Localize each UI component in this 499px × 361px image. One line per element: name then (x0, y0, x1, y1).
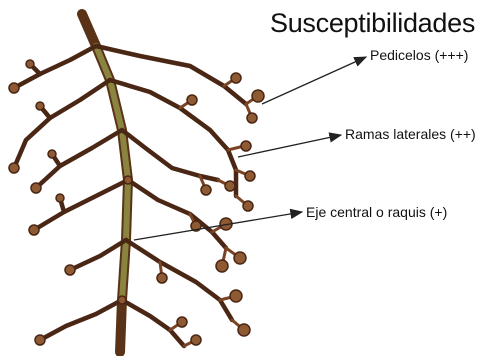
arrow-ramas-laterales (238, 135, 341, 157)
diagram-title: Susceptibilidades (270, 8, 475, 39)
label-ramas-laterales: Ramas laterales (++) (345, 126, 476, 142)
pedicels (160, 78, 258, 346)
label-pedicelos: Pedicelos (+++) (370, 47, 468, 63)
arrow-pedicelos (262, 57, 366, 104)
label-eje-central: Eje central o raquis (+) (306, 204, 447, 220)
pedicel-tips (9, 60, 264, 345)
